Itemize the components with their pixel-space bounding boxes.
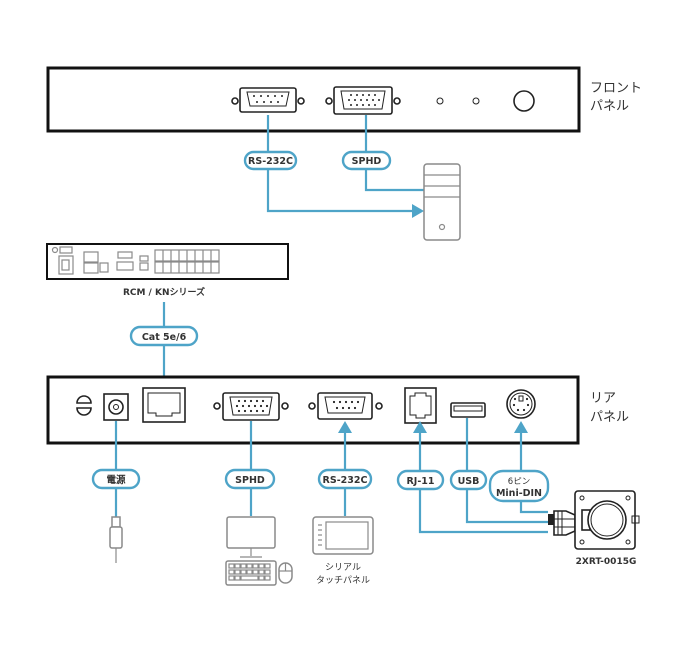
front-panel-label-line1: フロント: [590, 81, 642, 96]
usb-port: [450, 402, 486, 418]
arrow-up-icon: [413, 421, 427, 433]
svg-text:SPHD: SPHD: [352, 156, 382, 167]
rear-panel-label-line2: パネル: [590, 410, 629, 425]
minidin-port: [506, 389, 536, 419]
svg-text:RJ-11: RJ-11: [406, 476, 434, 487]
rear-sphd-cable-label: SPHD: [224, 468, 276, 490]
rear-rs232c-cable-label: RS-232C: [317, 468, 373, 490]
dc-power-jack: [103, 393, 129, 421]
monitor-icon: [226, 516, 276, 558]
touch-panel-label-line2: タッチパネル: [316, 575, 370, 586]
front-sphd-cable-label: SPHD: [341, 150, 392, 171]
led-indicator-1: [436, 97, 444, 105]
power-button[interactable]: [513, 90, 535, 112]
minidin-cable-label: 6ピン Mini-DIN: [488, 469, 550, 503]
power-cable-label: 電源: [91, 468, 141, 490]
arrow-right-icon: [412, 204, 424, 218]
mouse-icon: [278, 562, 293, 584]
computer-tower-icon: [423, 163, 461, 241]
usb-cable-label: USB: [449, 469, 488, 491]
keyboard-icon: [225, 560, 277, 586]
front-sphd-port: [325, 86, 401, 115]
rear-rs232c-port: [308, 392, 383, 420]
arrow-up-icon: [514, 421, 528, 433]
svg-text:USB: USB: [458, 476, 480, 487]
led-indicator-2: [472, 97, 480, 105]
cat5e-cable-label: Cat 5e/6: [129, 325, 199, 347]
rcm-kn-switch: [46, 243, 289, 280]
svg-text:Cat 5e/6: Cat 5e/6: [142, 332, 187, 343]
touch-panel-icon: [312, 516, 374, 555]
power-switch-icon: [76, 395, 92, 416]
svg-text:SPHD: SPHD: [235, 475, 265, 486]
rear-panel-chassis: [46, 375, 580, 445]
svg-text:6ピン: 6ピン: [508, 477, 530, 487]
rj45-port: [142, 387, 186, 423]
minidin-cable: [519, 433, 548, 514]
svg-text:電源: 電源: [106, 474, 126, 486]
touch-panel-label-line1: シリアル: [325, 563, 361, 573]
camera-icon: [548, 490, 640, 550]
rcm-kn-series-label: RCM / KNシリーズ: [123, 286, 205, 298]
front-sphd-cable: [364, 115, 424, 192]
front-rs232c-port: [231, 87, 305, 113]
rear-sphd-port: [213, 392, 289, 421]
arrow-up-icon: [338, 421, 352, 433]
rear-panel-label-line1: リア: [590, 391, 616, 406]
front-rs232c-cable: [266, 115, 414, 213]
svg-text:RS-232C: RS-232C: [248, 156, 293, 167]
svg-text:Mini-DIN: Mini-DIN: [496, 488, 542, 499]
front-panel: [46, 66, 581, 133]
svg-text:RS-232C: RS-232C: [323, 475, 368, 486]
usb-cable: [465, 418, 548, 524]
front-panel-chassis: [46, 66, 581, 133]
rj11-cable-label: RJ-11: [396, 469, 445, 491]
camera-model-label: 2XRT-0015G: [576, 557, 637, 567]
front-rs232c-cable-label: RS-232C: [243, 150, 298, 171]
rear-panel: [46, 375, 580, 445]
rj11-cable: [418, 433, 548, 534]
front-panel-label-line2: パネル: [590, 99, 629, 114]
power-plug-icon: [109, 516, 123, 563]
